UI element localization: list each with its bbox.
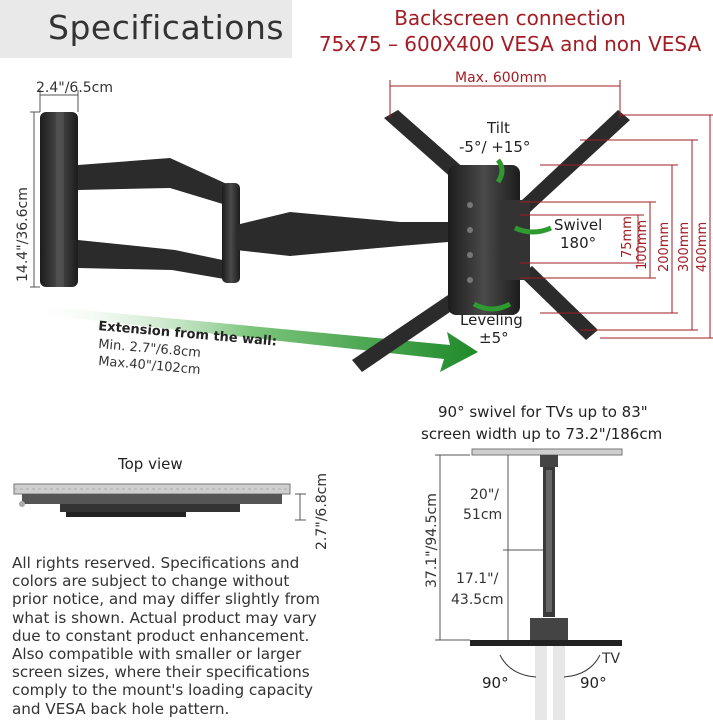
swivel-range: 180° [560,234,596,252]
leveling-range: ±5° [479,329,509,347]
notice-line: prior notice, and may differ slightly fr… [12,590,320,609]
swivel-angle-right: 90° [580,674,607,692]
lower-arm [78,240,232,280]
swivel-label: Swivel [554,216,602,234]
swivel-title-line2: screen width up to 73.2"/186cm [421,425,662,443]
vesa-400mm-label: 400mm [695,222,710,272]
top-view-drawing [13,483,306,521]
vesa-75mm-label: 75mm [620,216,635,258]
tilt-arrow [495,158,505,184]
notice-line: All rights reserved. Specifications and [12,554,300,572]
lower-length-line2: 43.5cm [451,592,504,608]
lower-length-line1: 17.1"/ [456,571,499,587]
upper-arm [78,158,240,208]
extension-arrow [26,305,478,372]
swivel-title-line1: 90° swivel for TVs up to 83" [438,403,648,421]
leveling-label: Leveling [460,311,523,329]
vesa-heading-line1: Backscreen connection [394,6,626,30]
top-view-title: Top view [117,455,183,473]
swivel-angle-left: 90° [482,674,509,692]
tv-label: TV [601,651,621,667]
title-banner: Specifications [0,0,292,58]
notice-line: comply to the mount's loading capacity [12,681,314,700]
max-width-label: Max. 600mm [455,70,547,86]
top-view-depth-label: 2.7"/6.8cm [314,473,330,550]
arm-width-label: 2.4"/6.5cm [36,80,113,96]
upper-length-line2: 51cm [463,507,502,523]
vesa-300mm-label: 300mm [677,222,692,272]
page-title: Specifications [48,8,285,47]
elbow-joint [222,183,240,283]
notice-line: Also compatible with smaller or larger [12,645,302,664]
swivel-view-drawing [435,448,623,720]
notice-line: what is shown. Actual product may vary [12,608,317,627]
notice-line: colors are subject to change without [12,572,290,591]
notice-line: due to constant product enhancement. [12,626,310,645]
swivel-arrow [513,225,553,235]
arm-height-label: 14.4"/36.6cm [15,187,31,282]
forearm [236,212,448,256]
notice-line: screen sizes, where their specifications [12,663,310,682]
tilt-range: -5°/ +15° [459,138,530,156]
vesa-100mm-label: 100mm [635,220,650,270]
notice-line: and VESA back hole pattern. [12,699,230,718]
arm-drawing [26,90,478,372]
vesa-heading-line2: 75x75 – 600X400 VESA and non VESA [318,32,702,56]
upper-length-line1: 20"/ [470,487,499,503]
tilt-label: Tilt [486,119,510,137]
legal-notice: All rights reserved. Specifications and … [12,554,320,718]
leveling-arrow [472,301,512,312]
swivel-total-label: 37.1"/94.5cm [424,493,440,588]
vesa-plate-drawing [352,80,713,372]
tv-panel [470,640,622,646]
vesa-200mm-label: 200mm [657,222,672,272]
